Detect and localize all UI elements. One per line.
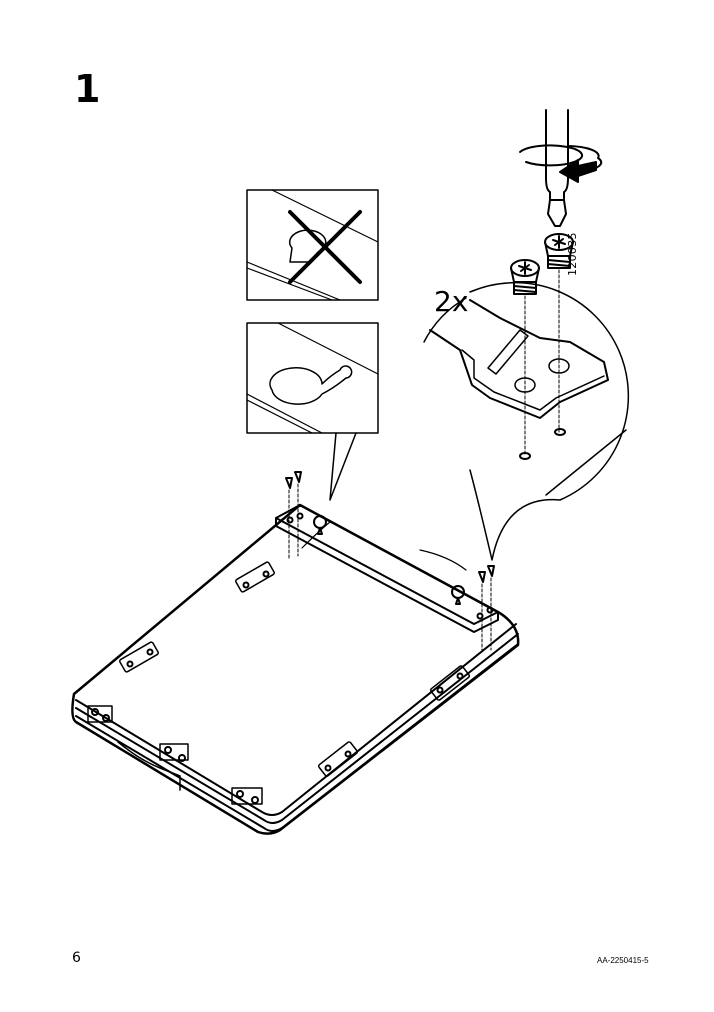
screw-icon bbox=[510, 233, 574, 457]
keyhole-slot-icon bbox=[269, 365, 353, 405]
keyhole-slot-icon bbox=[289, 229, 327, 263]
screwdriver-icon bbox=[519, 109, 603, 227]
zoom-callout bbox=[423, 281, 630, 561]
quantity-label: 2x bbox=[434, 285, 469, 318]
part-number-label: 120035 bbox=[566, 232, 579, 276]
step-number: 1 bbox=[74, 67, 101, 111]
correct-detail-panel bbox=[246, 322, 379, 501]
wrong-detail-panel bbox=[246, 189, 379, 301]
bracket-bar bbox=[275, 471, 499, 655]
board-panel bbox=[71, 503, 520, 835]
page-number: 6 bbox=[72, 950, 81, 966]
document-id: AA-2250415-5 bbox=[597, 956, 649, 965]
